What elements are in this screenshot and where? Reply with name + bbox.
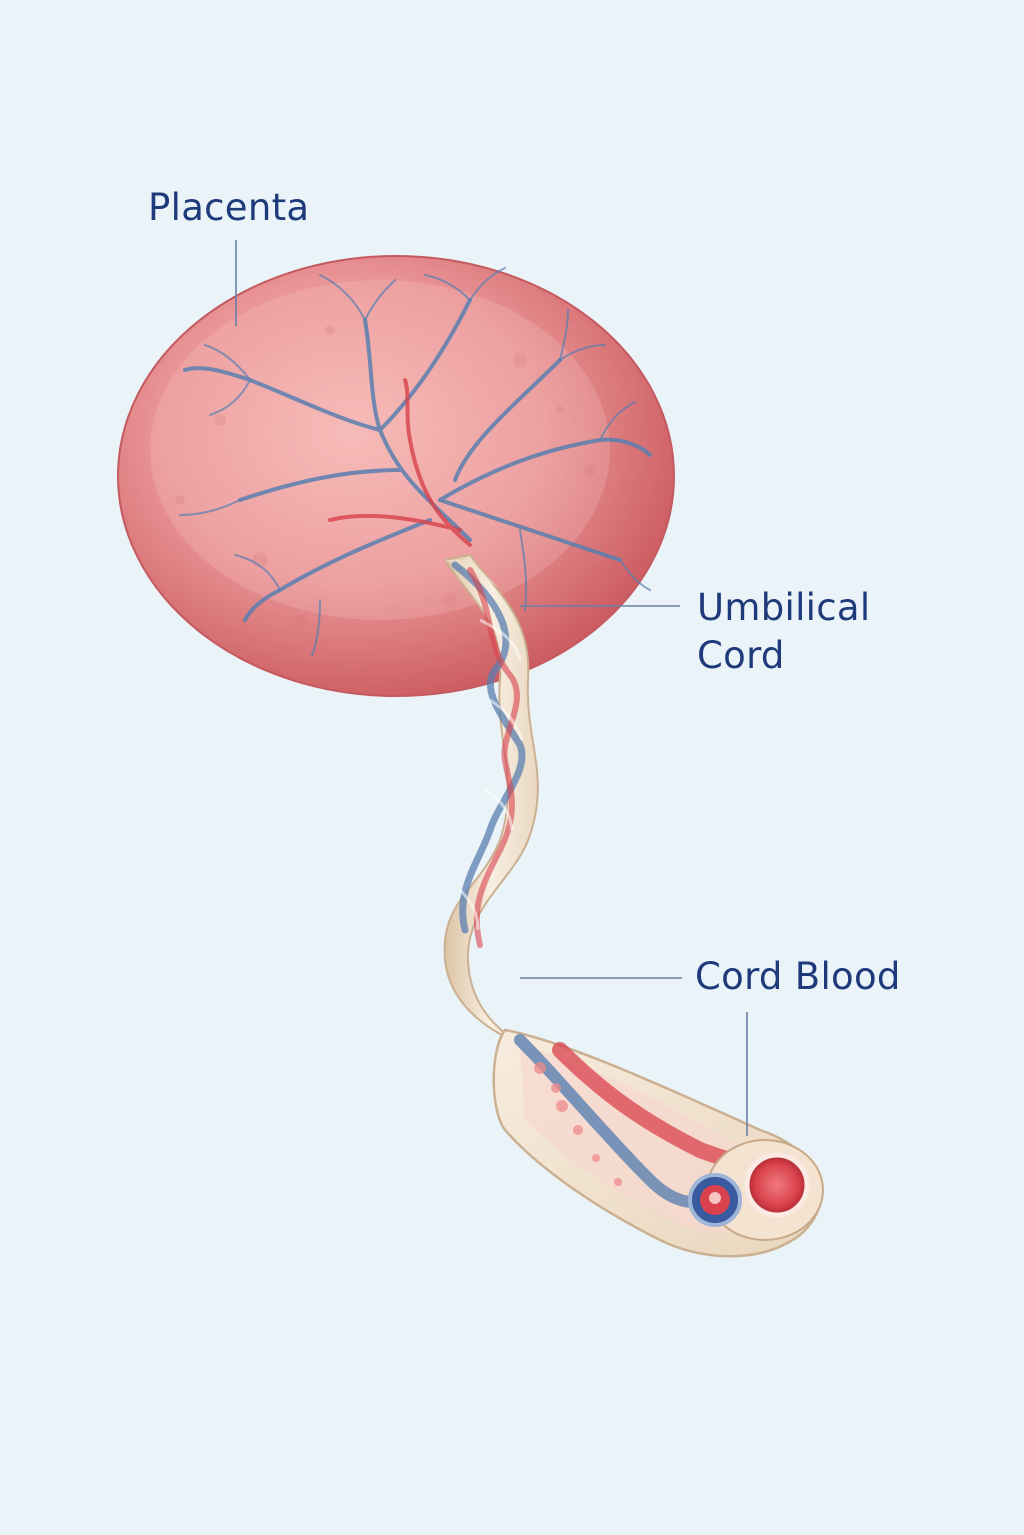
umbilical-cord-label-line1: Umbilical [697,586,871,629]
cord-cross-section [492,1028,824,1258]
placenta-disc [117,255,675,697]
cord-blood-label: Cord Blood [695,955,901,998]
leader-lines [235,240,748,1136]
placenta-vessels [179,267,652,656]
umbilical-cord [443,553,561,1061]
placenta-label: Placenta [148,186,310,229]
umbilical-cord-label-line2: Cord [697,634,785,678]
umbilical-cord-label: Umbilical Cord [697,584,870,680]
